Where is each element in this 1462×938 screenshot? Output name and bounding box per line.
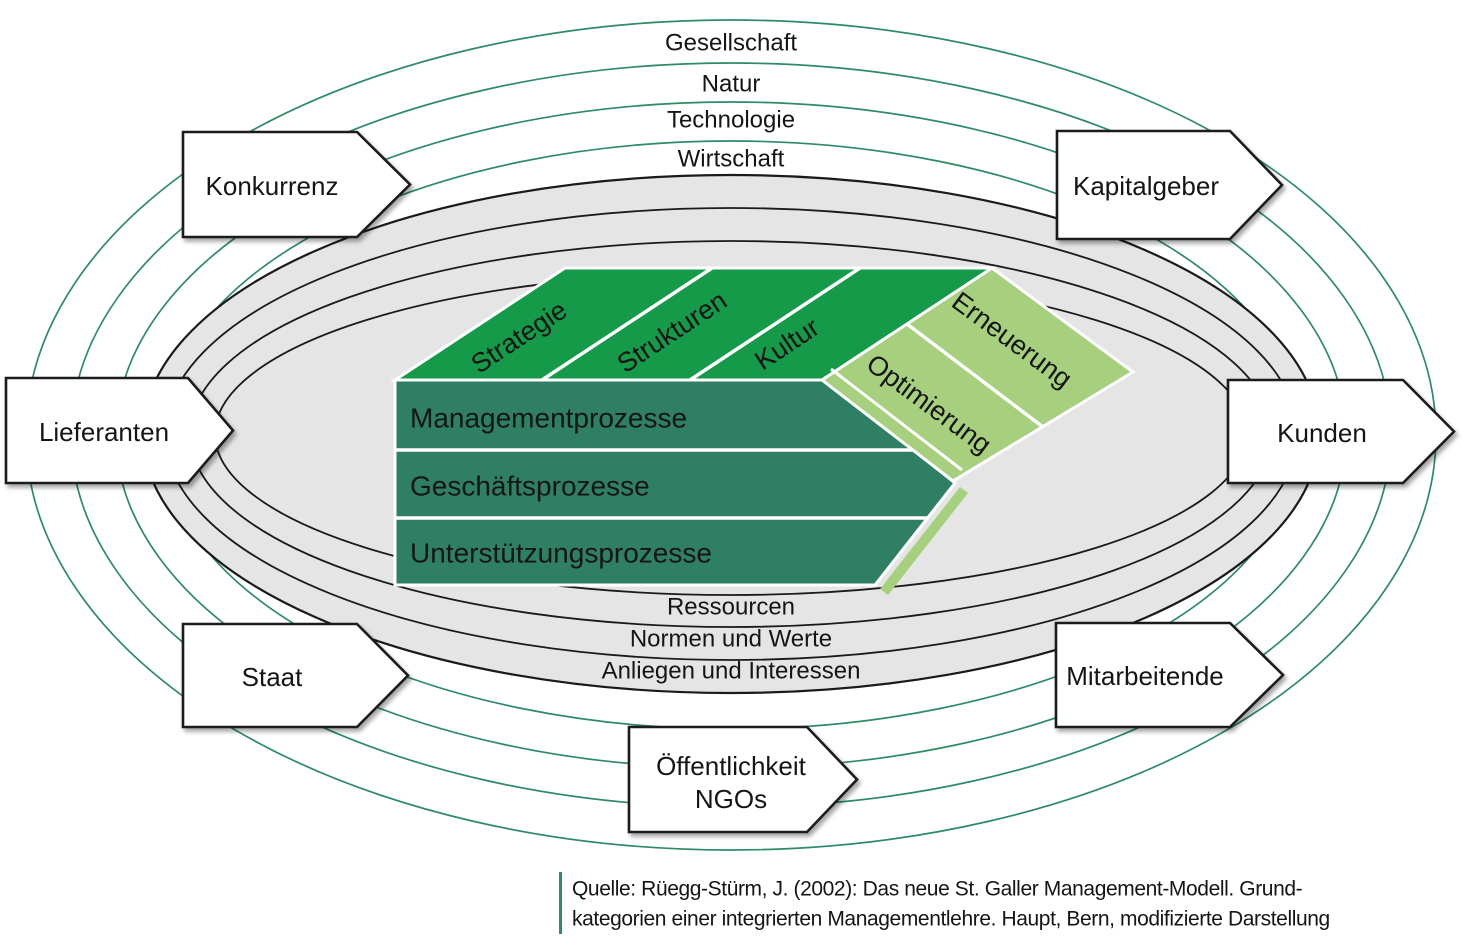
stakeholder-kapitalgeber: Kapitalgeber xyxy=(1055,129,1284,241)
label-ngos: NGOs xyxy=(695,784,767,814)
label-ressourcen: Ressourcen xyxy=(667,594,795,621)
stakeholder-oeffentlichkeit-ngos: Öffentlichkeit NGOs xyxy=(627,725,859,834)
citation-bar xyxy=(559,872,562,934)
stakeholder-staat: Staat xyxy=(181,622,410,729)
label-geschaeftsprozesse: Geschäftsprozesse xyxy=(410,471,650,502)
label-oeffentlichkeit: Öffentlichkeit xyxy=(656,751,807,781)
strip-divider-2 xyxy=(689,266,861,382)
label-technologie: Technologie xyxy=(667,107,795,134)
mitarbeitende-arrow xyxy=(1054,621,1285,729)
label-gesellschaft: Gesellschaft xyxy=(665,30,797,57)
stakeholder-lieferanten: Lieferanten xyxy=(4,376,235,485)
stakeholder-arrows: Konkurrenz Kapitalgeber Lieferanten Kund… xyxy=(4,129,1456,834)
diamond-divider xyxy=(905,322,1045,429)
source-citation: Quelle: Rüegg-Stürm, J. (2002): Das neue… xyxy=(559,872,1330,934)
label-lieferanten: Lieferanten xyxy=(39,417,169,447)
label-anliegen-interessen: Anliegen und Interessen xyxy=(602,658,861,685)
label-kunden: Kunden xyxy=(1277,418,1367,448)
label-wirtschaft: Wirtschaft xyxy=(678,146,785,173)
stakeholder-konkurrenz: Konkurrenz xyxy=(181,130,412,239)
label-natur: Natur xyxy=(702,71,761,98)
label-konkurrenz: Konkurrenz xyxy=(206,171,339,201)
label-unterstuetzungsprozesse: Unterstützungsprozesse xyxy=(410,538,712,569)
kapitalgeber-arrow xyxy=(1055,129,1284,241)
stakeholder-mitarbeitende: Mitarbeitende xyxy=(1054,621,1285,729)
staat-arrow xyxy=(181,622,410,729)
interaction-labels: Ressourcen Normen und Werte Anliegen und… xyxy=(602,594,861,685)
label-staat: Staat xyxy=(242,662,303,692)
stakeholder-kunden: Kunden xyxy=(1226,378,1456,485)
kunden-arrow xyxy=(1226,378,1456,485)
environment-labels: Gesellschaft Natur Technologie Wirtschaf… xyxy=(665,30,797,173)
label-kapitalgeber: Kapitalgeber xyxy=(1073,171,1219,201)
diamond-edge-divider xyxy=(830,367,963,472)
label-managementprozesse: Managementprozesse xyxy=(410,403,687,434)
entwicklungsmodi-diamond xyxy=(819,266,1136,483)
oeffentlichkeit-arrow xyxy=(627,725,859,834)
central-model: Managementprozesse Geschäftsprozesse Unt… xyxy=(389,266,1136,595)
konkurrenz-arrow xyxy=(181,130,412,239)
label-mitarbeitende: Mitarbeitende xyxy=(1066,661,1224,691)
lieferanten-arrow xyxy=(4,376,235,485)
label-normen-werte: Normen und Werte xyxy=(630,626,832,653)
optimierung-sliver-band xyxy=(880,487,968,595)
strip-divider-1 xyxy=(541,266,713,382)
citation-line-1: Quelle: Rüegg-Stürm, J. (2002): Das neue… xyxy=(572,878,1303,901)
citation-line-2: kategorien einer integrierten Management… xyxy=(572,908,1330,931)
